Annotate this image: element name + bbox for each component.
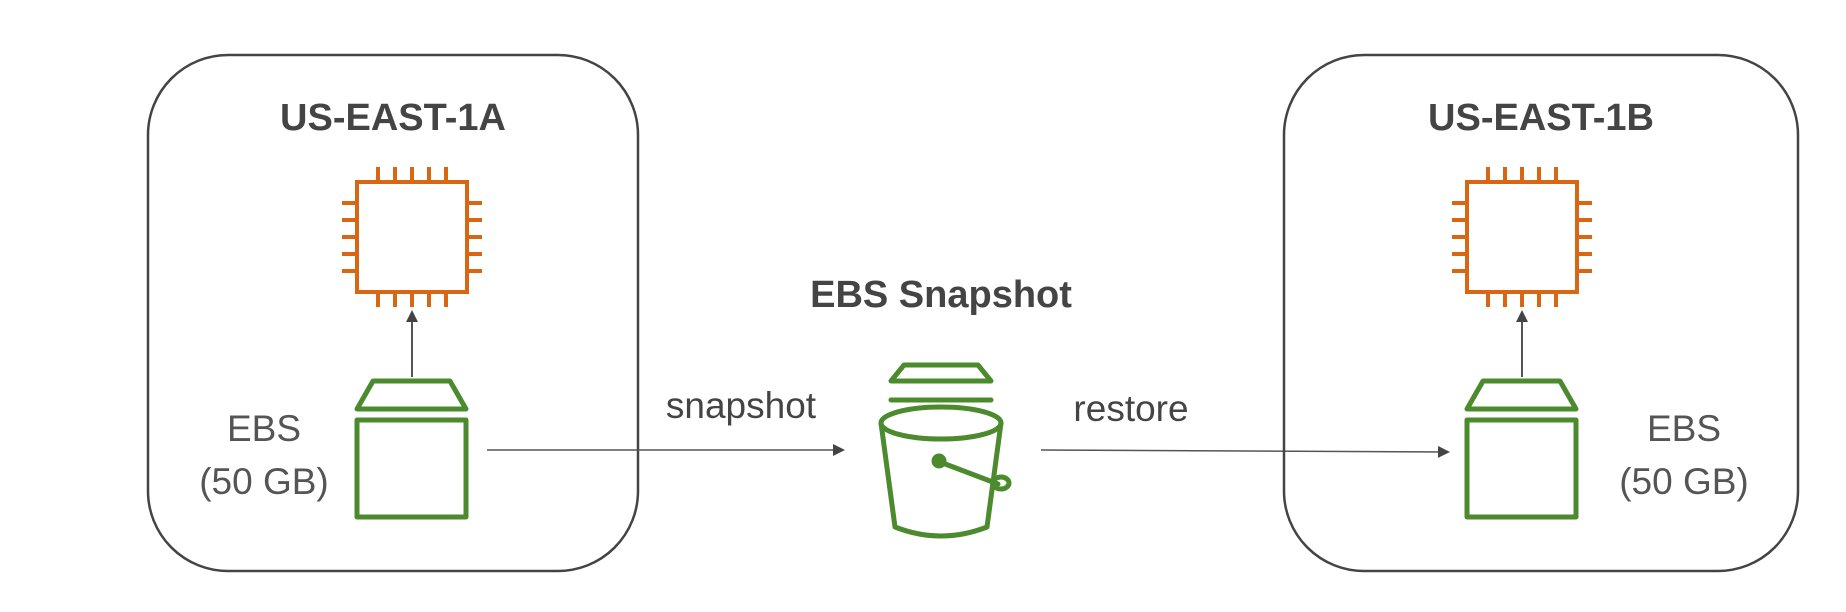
zone-a-title: US-EAST-1A bbox=[280, 97, 506, 139]
ebs-label-a-line1: EBS bbox=[227, 408, 301, 449]
ebs-label-b-line1: EBS bbox=[1647, 408, 1721, 449]
restore-arrow-label: restore bbox=[1073, 388, 1188, 429]
availability-zone-a: US-EAST-1A bbox=[146, 53, 640, 573]
zone-b-border bbox=[1282, 53, 1800, 573]
ebs-label-a-line2: (50 GB) bbox=[199, 461, 329, 502]
ec2-instance-icon bbox=[1452, 167, 1592, 307]
ebs-volume-icon bbox=[354, 378, 469, 520]
zone-b-title: US-EAST-1B bbox=[1428, 97, 1654, 139]
snapshot-arrow-label: snapshot bbox=[666, 385, 817, 426]
zone-a-border bbox=[146, 53, 640, 573]
restore-arrow bbox=[1040, 445, 1450, 458]
ec2-instance-icon bbox=[342, 167, 482, 307]
s3-bucket-icon bbox=[878, 362, 1012, 539]
availability-zone-b: US-EAST-1B bbox=[1282, 53, 1800, 573]
snapshot-title: EBS Snapshot bbox=[810, 274, 1072, 316]
ebs-volume-icon bbox=[1464, 378, 1579, 520]
ebs-label-b-line2: (50 GB) bbox=[1619, 461, 1749, 502]
